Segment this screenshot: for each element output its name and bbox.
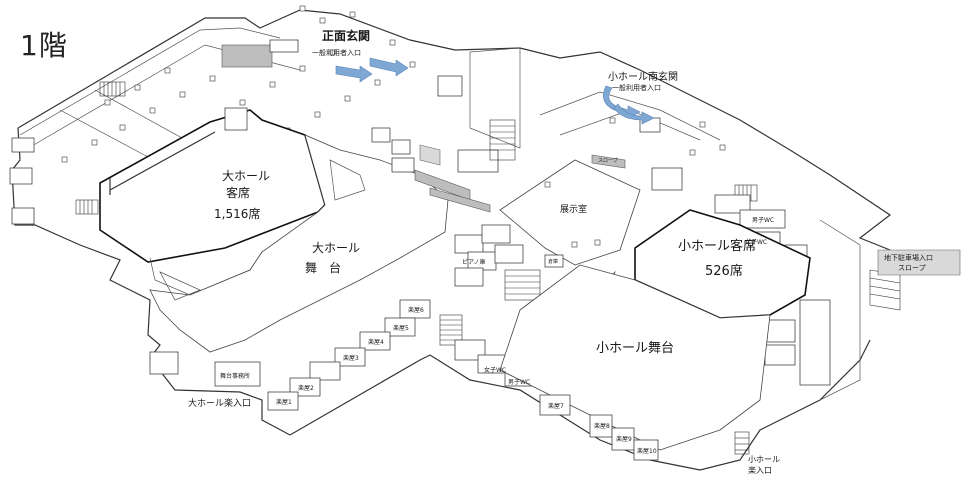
dressing-room-2-label: 楽屋2 [298,384,314,392]
large-hall-seats-line3: 1,516席 [214,206,260,221]
stage-office-label: 舞台事務所 [220,372,250,380]
small-hall-seats-line2: 526席 [705,263,743,279]
dressing-room-8-label: 楽屋8 [594,422,610,430]
parking-slope-line1: 地下駐車場入口 [884,253,933,262]
large-hall-stage[interactable] [149,134,449,353]
dressing-room-7-label: 楽屋7 [548,402,564,410]
main-entrance-label: 正面玄関 [322,28,370,43]
large-hall-dressing-rooms [149,299,463,411]
large-hall-backstage-entrance-label: 大ホール楽入口 [188,397,251,409]
dressing-room-5-label: 楽屋5 [393,324,409,332]
large-hall-seats-line2: 客席 [226,185,250,200]
entrance-arrows [335,57,655,125]
womens-wc-label: 女子WC [745,238,767,246]
piano-room-label: ピアノ庫 [462,258,485,266]
dressing-room-6-label: 楽屋6 [408,306,424,314]
dressing-room-9-label: 楽屋9 [616,435,632,443]
exhibition-room-label: 展示室 [560,203,587,215]
mens-wc-label: 男子WC [752,217,774,224]
small-hall-seats-line1: 小ホール客席 [678,238,756,254]
slope-label: スロープ [598,158,618,164]
large-hall-stage-line2: 舞 台 [305,260,341,275]
parking-slope-line2: スロープ [898,264,926,272]
warehouse-label: 倉庫 [548,258,558,265]
small-hall-entrance-sub-label: 一般利用者入口 [612,83,661,92]
large-hall-seats-line1: 大ホール [222,169,270,183]
mens-wc-label-2: 男子WC [508,379,530,386]
exhibition-room[interactable] [499,159,641,266]
small-hall-backstage-entrance-line1: 小ホール [748,455,780,464]
dressing-room-3-label: 楽屋3 [343,354,359,362]
large-hall-stage-line1: 大ホール [312,241,360,255]
small-hall-dressing-rooms [539,394,750,461]
small-hall-backstage-entrance-line2: 楽入口 [748,465,772,475]
womens-wc-label-2: 女子WC [484,366,506,374]
dressing-room-1-label: 楽屋1 [276,398,292,406]
dressing-room-4-label: 楽屋4 [368,338,384,346]
main-entrance-sub-label: 一般利用者入口 [312,48,361,57]
underground-parking-slope [877,249,961,276]
floor-title: 1階 [20,29,68,62]
building-outline [11,9,892,471]
small-hall-stage-label: 小ホール舞台 [596,341,674,356]
small-hall-entrance-label: 小ホール南玄関 [608,70,678,83]
dressing-room-10-label: 楽屋10 [637,447,657,455]
